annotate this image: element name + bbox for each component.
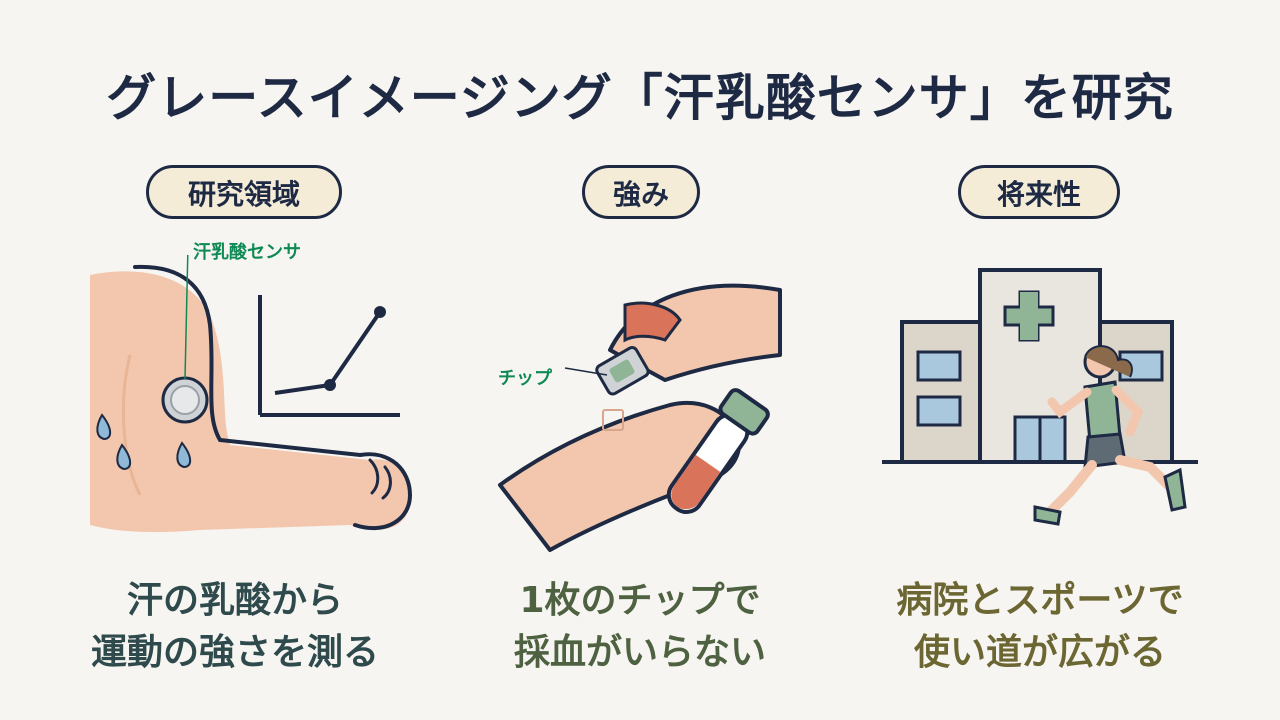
caption-line-1: 汗の乳酸から [126,580,343,621]
chip-callout: チップ [498,368,552,389]
hospital-runner-illustration [882,268,1198,526]
caption-line-1: 1枚のチップで [519,580,761,621]
chip-hand-illustration [498,283,782,552]
caption-research-area: 汗の乳酸から 運動の強さを測る [40,575,430,679]
caption-line-2: 採血がいらない [513,632,766,673]
sensor-callout: 汗乳酸センサ [193,242,301,263]
caption-future: 病院とスポーツで 使い道が広がる [840,575,1240,679]
label-research-area: 研究領域 [146,165,342,219]
label-future: 将来性 [958,165,1120,219]
caption-line-2: 運動の強さを測る [90,632,379,673]
caption-line-1: 病院とスポーツで [896,580,1184,621]
caption-line-2: 使い道が広がる [913,632,1166,673]
label-strength: 強み [582,165,700,219]
caption-strength: 1枚のチップで 採血がいらない [450,575,830,679]
arm-sensor-illustration [90,255,413,533]
page-title: グレースイメージング「汗乳酸センサ」を研究 [106,69,1174,127]
